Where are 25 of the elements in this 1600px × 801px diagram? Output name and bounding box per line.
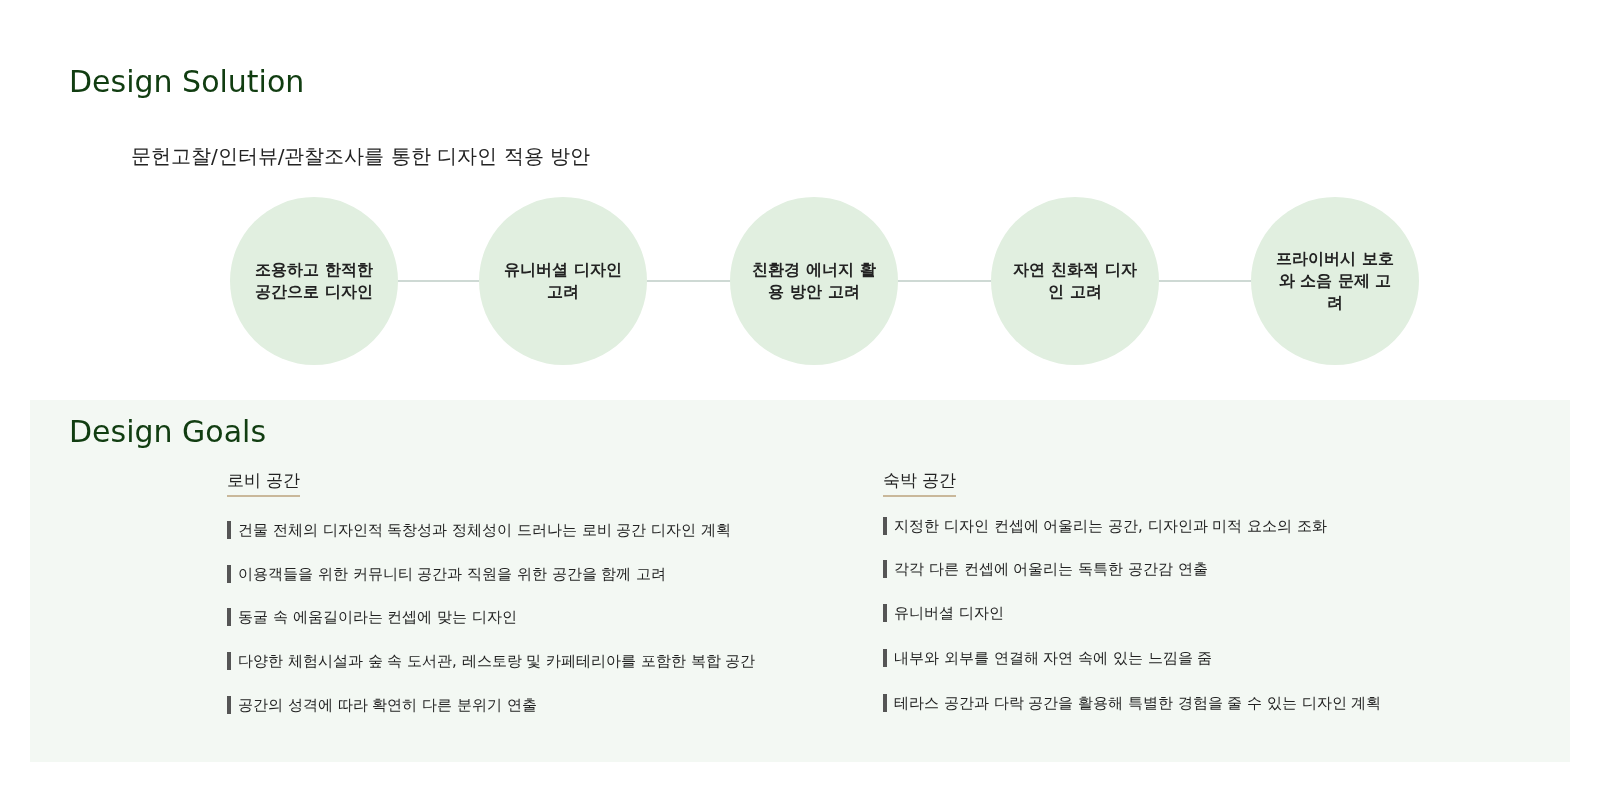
- list-item: 내부와 외부를 연결해 자연 속에 있는 느낌을 줌: [883, 649, 1213, 667]
- column-heading: 숙박 공간: [883, 469, 957, 497]
- list-item: 다양한 체험시설과 숲 속 도서관, 레스토랑 및 카페테리아를 포함한 복합 공간: [227, 652, 756, 670]
- list-item: 유니버셜 디자인: [883, 604, 1004, 622]
- column-heading: 로비 공간: [227, 469, 301, 497]
- list-item: 건물 전체의 디자인적 독창성과 정체성이 드러나는 로비 공간 디자인 계획: [227, 521, 731, 539]
- connector-line: [897, 280, 992, 282]
- list-item: 지정한 디자인 컨셉에 어울리는 공간, 디자인과 미적 요소의 조화: [883, 517, 1327, 535]
- circle-node: 유니버셜 디자인 고려: [479, 197, 647, 365]
- list-item: 공간의 성격에 따라 확연히 다른 분위기 연출: [227, 696, 537, 714]
- panel-background: [30, 400, 1570, 762]
- list-item: 테라스 공간과 다락 공간을 활용해 특별한 경험을 줄 수 있는 디자인 계획: [883, 694, 1382, 712]
- list-item: 동굴 속 에움길이라는 컨셉에 맞는 디자인: [227, 608, 517, 626]
- list-item: 각각 다른 컨셉에 어울리는 독특한 공간감 연출: [883, 560, 1208, 578]
- connector-line: [1158, 280, 1252, 282]
- subtitle: 문헌고찰/인터뷰/관찰조사를 통한 디자인 적용 방안: [131, 143, 590, 170]
- circle-node: 프라이버시 보호와 소음 문제 고려: [1251, 197, 1419, 365]
- circle-node: 자연 친화적 디자인 고려: [991, 197, 1159, 365]
- section-heading: Design Solution: [69, 64, 305, 99]
- list-item: 이용객들을 위한 커뮤니티 공간과 직원을 위한 공간을 함께 고려: [227, 565, 667, 583]
- section-heading: Design Goals: [69, 414, 267, 449]
- circle-node: 친환경 에너지 활용 방안 고려: [730, 197, 898, 365]
- circle-node: 조용하고 한적한 공간으로 디자인: [230, 197, 398, 365]
- connector-line: [646, 280, 731, 282]
- connector-line: [397, 280, 480, 282]
